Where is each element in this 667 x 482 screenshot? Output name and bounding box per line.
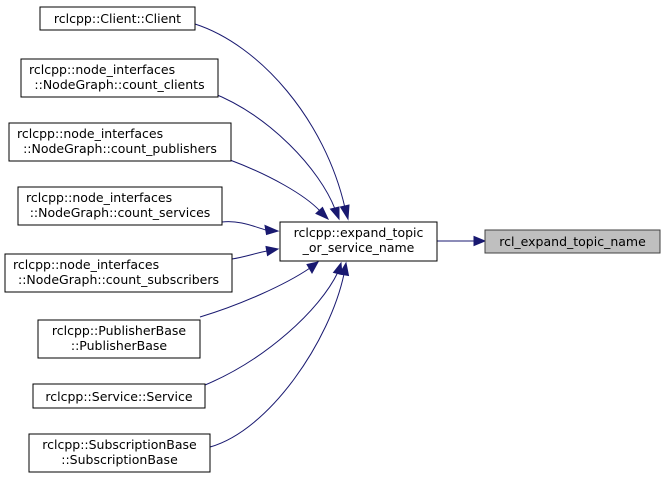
edge-service-to-expand: [204, 261, 343, 386]
node-expand-label-1: _or_service_name: [302, 240, 415, 255]
node-rcl-expand-label-0: rcl_expand_topic_name: [499, 234, 646, 249]
node-service-label-0: rclcpp::Service::Service: [45, 389, 193, 404]
node-count-subscribers-label-1: ::NodeGraph::count_subscribers: [18, 272, 219, 287]
edge-count-services-to-expand: [221, 221, 280, 236]
node-subscription-base[interactable]: rclcpp::SubscriptionBase ::SubscriptionB…: [28, 433, 211, 473]
edge-expand-to-rcl-expand: [437, 235, 487, 247]
node-subscription-base-label-0: rclcpp::SubscriptionBase: [42, 437, 197, 452]
node-count-clients-label-0: rclcpp::node_interfaces: [29, 62, 175, 77]
edge-client-to-expand: [194, 23, 350, 221]
node-publisher-base[interactable]: rclcpp::PublisherBase ::PublisherBase: [37, 319, 201, 359]
node-count-subscribers[interactable]: rclcpp::node_interfaces ::NodeGraph::cou…: [4, 253, 233, 293]
node-count-subscribers-label-0: rclcpp::node_interfaces: [13, 257, 159, 272]
node-subscription-base-label-1: ::SubscriptionBase: [61, 452, 178, 467]
edge-count-clients-to-expand: [209, 91, 340, 221]
node-rcl-expand-topic-name[interactable]: rcl_expand_topic_name: [484, 229, 661, 254]
node-expand-topic-or-service-name[interactable]: rclcpp::expand_topic _or_service_name: [279, 221, 438, 262]
node-service[interactable]: rclcpp::Service::Service: [32, 383, 206, 409]
node-count-publishers[interactable]: rclcpp::node_interfaces ::NodeGraph::cou…: [8, 122, 232, 162]
node-publisher-base-label-0: rclcpp::PublisherBase: [52, 323, 187, 338]
node-publisher-base-label-1: ::PublisherBase: [71, 338, 168, 353]
node-count-publishers-label-0: rclcpp::node_interfaces: [17, 126, 163, 141]
node-count-services-label-1: ::NodeGraph::count_services: [30, 205, 211, 220]
node-count-publishers-label-1: ::NodeGraph::count_publishers: [23, 141, 217, 156]
node-count-clients-label-1: ::NodeGraph::count_clients: [34, 77, 204, 92]
edge-count-subscribers-to-expand: [231, 245, 280, 260]
node-count-services-label-0: rclcpp::node_interfaces: [26, 190, 172, 205]
node-client[interactable]: rclcpp::Client::Client: [39, 6, 196, 31]
node-client-label-0: rclcpp::Client::Client: [54, 11, 181, 26]
node-count-services[interactable]: rclcpp::node_interfaces ::NodeGraph::cou…: [17, 186, 223, 226]
node-expand-label-0: rclcpp::expand_topic: [294, 225, 424, 240]
edge-subscription-base-to-expand: [209, 261, 350, 448]
node-count-clients[interactable]: rclcpp::node_interfaces ::NodeGraph::cou…: [20, 58, 219, 98]
edge-publisher-base-to-expand: [199, 261, 319, 318]
edge-count-publishers-to-expand: [229, 159, 330, 221]
